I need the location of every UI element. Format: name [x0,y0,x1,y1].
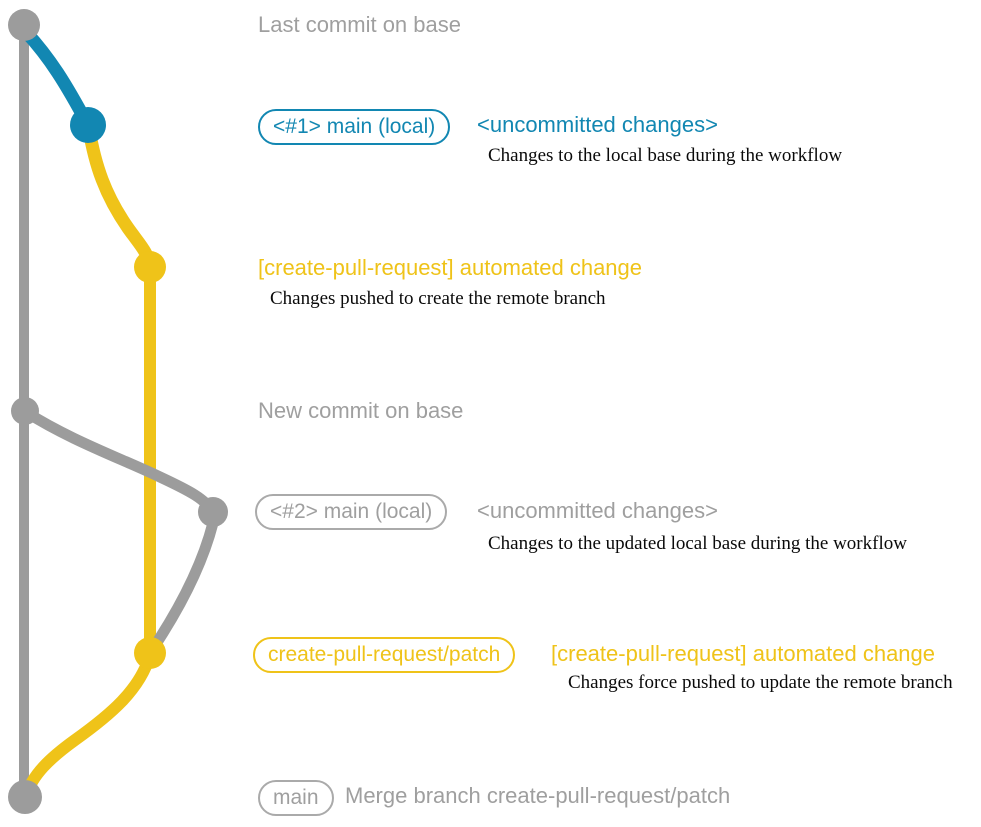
automated-change-1-title: [create-pull-request] automated change [258,255,643,280]
branch-badge-main-local-2: <#2> main (local) [255,494,448,531]
uncommitted-changes-1-description: Changes to the local base during the wor… [488,145,843,166]
rebased-local-main-line [20,406,219,518]
merge-line [20,649,156,802]
automated-change-1-description: Changes pushed to create the remote bran… [270,288,606,309]
commit-node-new-commit-on-base [11,397,39,425]
patch-branch-line [82,122,157,274]
commit-node-automated-change-2 [134,637,166,669]
merge-commit-title: Merge branch create-pull-request/patch [345,783,731,808]
force-push-line [146,517,219,656]
commit-node-last-commit-on-base [8,9,40,41]
uncommitted-changes-2-title: <uncommitted changes> [477,498,718,523]
branch-badge-main: main [258,780,334,817]
automated-change-2-description: Changes force pushed to update the remot… [568,672,953,693]
uncommitted-changes-2-description: Changes to the updated local base during… [488,533,907,554]
uncommitted-changes-1-title: <uncommitted changes> [477,112,718,137]
commit-node-uncommitted-changes-2 [198,497,228,527]
commit-node-merge-commit [8,780,42,814]
branch-badge-create-pull-request-patch: create-pull-request/patch [253,637,516,674]
new-commit-title: New commit on base [258,398,464,423]
automated-change-2-title: [create-pull-request] automated change [551,641,936,666]
commit-node-automated-change-1 [134,251,166,283]
last-commit-title: Last commit on base [258,12,461,37]
commit-node-uncommitted-changes-1 [70,107,106,143]
branch-badge-main-local-1: <#1> main (local) [258,109,451,146]
